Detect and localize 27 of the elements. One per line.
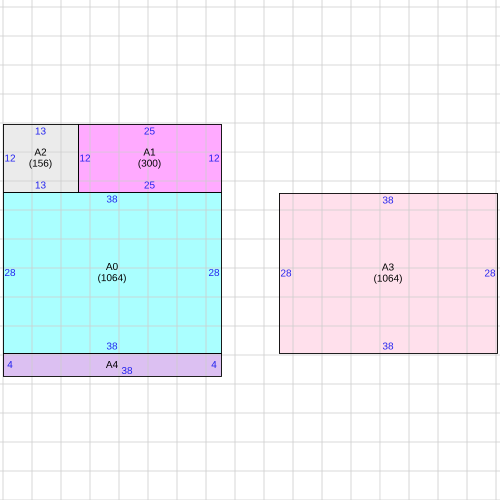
dimension-label: 4 (211, 361, 216, 368)
dimension-label: 25 (144, 181, 155, 189)
dimension-label: 38 (382, 196, 394, 204)
area-label: A1 (143, 148, 156, 156)
dimension-label: 12 (209, 154, 220, 162)
dimension-label: 38 (382, 342, 394, 350)
area-label: (1064) (98, 274, 126, 284)
dimension-label: 13 (36, 127, 46, 135)
area-label: (156) (29, 159, 52, 169)
dimension-label: 25 (144, 127, 155, 135)
dimension-label: 28 (208, 268, 220, 276)
dimension-label: 28 (280, 269, 292, 277)
area-label: A4 (106, 361, 118, 368)
dimension-label: 4 (7, 361, 12, 368)
dimension-label: 38 (122, 366, 132, 374)
dimension-label: 13 (36, 181, 46, 189)
area-label: A3 (382, 263, 394, 271)
area-label: (300) (138, 159, 161, 169)
area-label: A2 (34, 148, 46, 156)
dimension-label: 28 (4, 268, 16, 276)
dimension-label: 38 (106, 342, 118, 350)
dimension-label: 38 (106, 195, 118, 203)
dimension-label: 12 (80, 154, 90, 162)
area-label: A0 (106, 262, 118, 270)
area-label: (1064) (374, 274, 402, 284)
dimension-label: 12 (5, 154, 16, 162)
dimension-label: 28 (484, 269, 496, 277)
